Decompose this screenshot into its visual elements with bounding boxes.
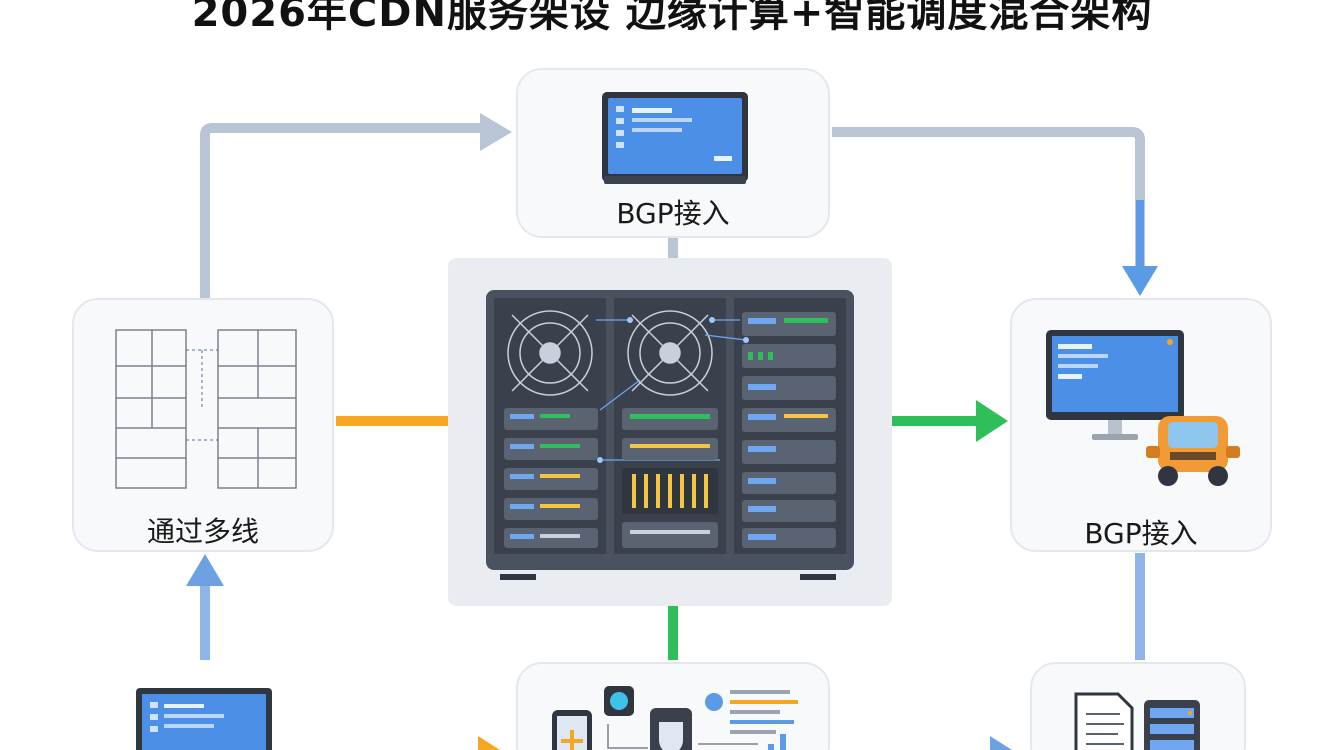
network-devices-icon	[552, 686, 798, 750]
node-card-top: BGP接入	[516, 68, 830, 238]
arrowhead-right-in	[1122, 266, 1158, 296]
document-server-icon	[1074, 692, 1200, 750]
floorplan-icon	[115, 329, 297, 489]
arrowhead-left-in	[186, 554, 224, 586]
monitor-icon	[602, 92, 748, 184]
arrowhead-top-in	[480, 113, 512, 151]
connector-top-to-right	[832, 127, 1145, 270]
node-label-right: BGP接入	[1084, 517, 1198, 550]
connector-left-to-top	[200, 123, 480, 298]
arrowhead-bottom-right-in	[990, 736, 1012, 750]
node-card-right: BGP接入	[1010, 298, 1272, 552]
node-card-left: 通过多线	[72, 298, 334, 552]
node-label-left: 通过多线	[146, 515, 259, 548]
page-title: 2026年CDN服务架设 边缘计算+智能调度混合架构	[191, 0, 1153, 36]
arrowhead-bottom-center-in	[478, 736, 500, 750]
desktop-robot-icon	[1046, 330, 1240, 486]
node-card-bottom-right	[1030, 662, 1246, 750]
node-label-top: BGP接入	[616, 197, 730, 230]
arrowhead-right-card-in	[976, 400, 1008, 442]
node-card-bottom-center	[516, 662, 830, 750]
